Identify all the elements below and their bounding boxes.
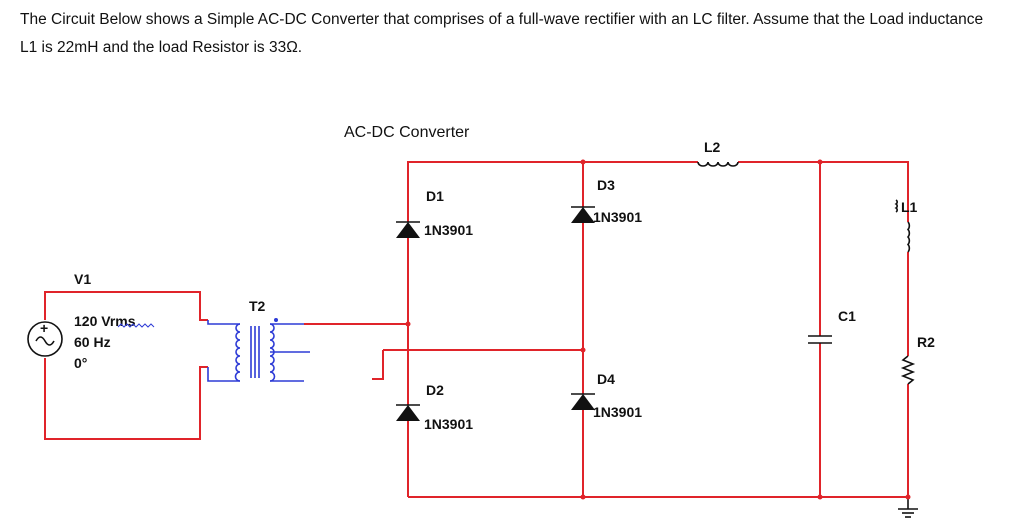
primary-winding: [234, 323, 241, 382]
source-voltage: 120 Vrms: [74, 313, 136, 329]
junction-dot: [580, 494, 586, 500]
junction-dot: [817, 159, 823, 165]
junction-dot: [580, 159, 586, 165]
inductor-l1-name: L1: [901, 199, 918, 215]
diode-d2: D2 1N3901: [396, 382, 473, 432]
source-loop-wires: [44, 291, 208, 440]
diode-d3-name: D3: [597, 177, 615, 193]
source-plus-sign: +: [40, 320, 48, 336]
circuit-title: AC-DC Converter: [344, 124, 470, 141]
source-frequency: 60 Hz: [74, 334, 111, 350]
ac-source-v1: + V1 120 Vrms 60 Hz 0°: [27, 271, 155, 371]
diode-d3: D3 1N3901: [571, 177, 642, 225]
diode-d4: D4 1N3901: [571, 371, 642, 420]
junction-dot: [905, 494, 911, 500]
inductor-l2: L2: [697, 139, 739, 167]
diode-d1: D1 1N3901: [396, 188, 473, 238]
inductor-l1-small-icon: [894, 199, 898, 213]
diode-d3-triangle: [571, 207, 595, 223]
resistor-r2-zigzag: [900, 355, 916, 385]
polarity-dot: [274, 318, 278, 322]
inductor-l2-coil: [697, 161, 739, 167]
transformer-t2: T2: [207, 298, 310, 382]
source-name: V1: [74, 271, 91, 287]
junction-dots: [405, 159, 911, 500]
diode-d2-part: 1N3901: [424, 416, 473, 432]
diode-d3-part: 1N3901: [593, 209, 642, 225]
diode-d4-triangle: [571, 394, 595, 410]
diode-d4-part: 1N3901: [593, 404, 642, 420]
diode-d2-triangle: [396, 405, 420, 421]
ground-icon: [898, 497, 918, 518]
transformer-name: T2: [249, 298, 266, 314]
junction-dot: [817, 494, 823, 500]
diode-d1-part: 1N3901: [424, 222, 473, 238]
source-zigzag-icon: [117, 323, 155, 328]
sine-wave-icon: [35, 336, 55, 346]
source-phase: 0°: [74, 355, 87, 371]
diode-d4-name: D4: [597, 371, 615, 387]
diode-d2-name: D2: [426, 382, 444, 398]
capacitor-c1: C1: [808, 308, 856, 344]
resistor-r2-name: R2: [917, 334, 935, 350]
junction-dot: [580, 347, 586, 353]
diode-d1-triangle: [396, 222, 420, 238]
question-text: The Circuit Below shows a Simple AC-DC C…: [20, 11, 984, 56]
resistor-r2: R2: [900, 334, 935, 385]
inductor-l1-coil: [906, 221, 911, 253]
diode-d1-name: D1: [426, 188, 444, 204]
inductor-l2-name: L2: [704, 139, 721, 155]
capacitor-c1-name: C1: [838, 308, 856, 324]
bridge-wires: [304, 161, 909, 498]
junction-dot: [405, 321, 411, 327]
inductor-l1: L1: [894, 199, 918, 253]
